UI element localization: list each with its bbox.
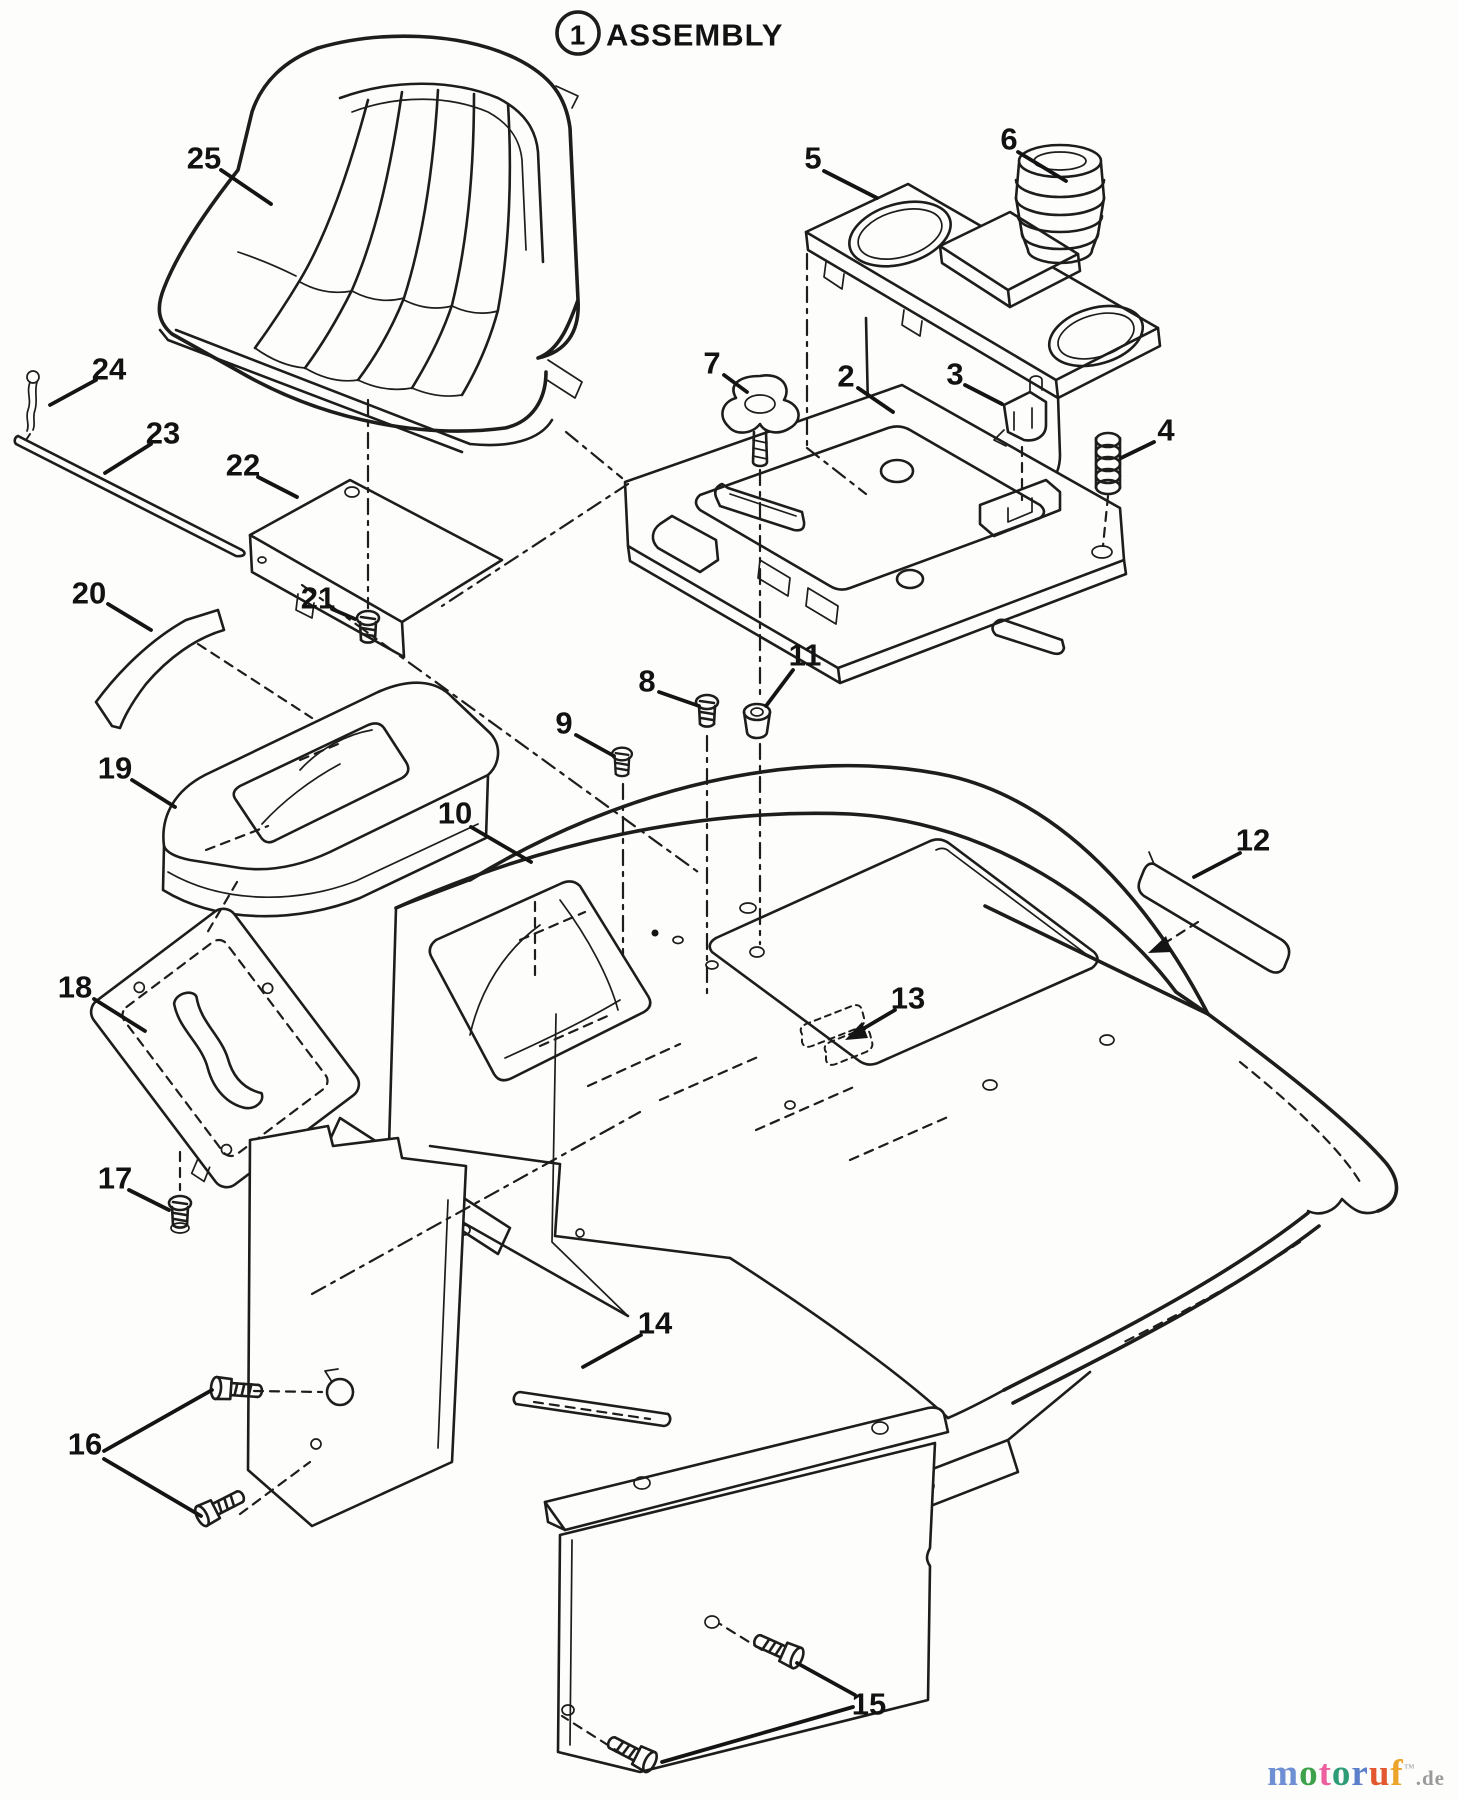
console-cover-part-19	[161, 681, 500, 918]
part-callout-23: 23	[146, 416, 180, 451]
assembly-index-circle-icon	[555, 10, 601, 56]
decal-location-part-13	[799, 1004, 874, 1066]
bolt-part-16-lower	[191, 1484, 250, 1530]
logo-letter: o	[1299, 1753, 1319, 1794]
logo-letter: f	[1390, 1753, 1404, 1794]
part-callout-20: 20	[72, 576, 106, 611]
part-callout-7: 7	[703, 346, 720, 381]
logo-letter: m	[1267, 1753, 1300, 1794]
arrow-to-fender-icon	[1148, 936, 1172, 953]
part-callout-24: 24	[92, 352, 127, 387]
assembly-index-number: 1	[570, 20, 587, 51]
part-callout-22: 22	[226, 448, 260, 483]
arrow-to-decal-icon	[845, 1022, 868, 1040]
logo-trademark-symbol: ™	[1403, 1762, 1416, 1775]
part-callout-12: 12	[1236, 823, 1270, 858]
nut-part-11	[742, 702, 772, 740]
part-callout-17: 17	[98, 1161, 132, 1196]
assembly-title-text: ASSEMBLY	[606, 18, 783, 53]
alignment-centerlines	[178, 252, 1200, 1756]
part-callout-16: 16	[68, 1427, 102, 1462]
seat-part-25	[157, 34, 583, 454]
part-callout-8: 8	[638, 664, 655, 699]
part-callout-19: 19	[98, 751, 132, 786]
watermark-logo: motoruf™.de	[1267, 1755, 1445, 1792]
side-panel-part-14	[543, 1406, 950, 1774]
part-callout-10: 10	[438, 796, 472, 831]
logo-domain-suffix: .de	[1415, 1766, 1445, 1790]
trim-strip-part-12	[1137, 851, 1291, 974]
seat-bracket-part-22	[248, 478, 504, 659]
part-callout-15: 15	[852, 1687, 886, 1722]
part-callout-5: 5	[804, 141, 821, 176]
logo-letter: o	[1331, 1753, 1352, 1794]
clip-part-3	[993, 375, 1048, 447]
part-callout-3: 3	[946, 357, 963, 392]
logo-letter: r	[1351, 1753, 1369, 1794]
screw-part-8	[694, 693, 720, 728]
part-callout-14: 14	[638, 1306, 673, 1341]
side-panel-left	[246, 1124, 468, 1528]
part-callout-25: 25	[187, 141, 221, 176]
part-callout-13: 13	[891, 981, 925, 1016]
logo-letter: t	[1318, 1753, 1332, 1794]
cotter-pin-part-24	[23, 370, 40, 444]
callout-leader-lines	[48, 150, 1242, 1764]
part-callout-18: 18	[58, 970, 92, 1005]
page-title: 1 ASSEMBLY	[555, 10, 783, 56]
spring-part-4	[1094, 431, 1122, 496]
part-callout-4: 4	[1157, 413, 1175, 448]
pivot-rod-part-23	[13, 434, 246, 558]
part-callout-11: 11	[789, 638, 822, 673]
part-callout-9: 9	[555, 706, 572, 741]
part-callout-21: 21	[301, 581, 335, 616]
screw-part-17	[167, 1194, 193, 1234]
screw-part-9	[610, 746, 634, 778]
logo-letter: u	[1368, 1753, 1391, 1794]
trim-strip-part-20	[94, 608, 226, 730]
part-callout-2: 2	[837, 359, 854, 394]
part-callout-6: 6	[1000, 122, 1017, 157]
base-plate-part-2	[623, 383, 1128, 685]
fuel-tank-part-5	[804, 182, 1162, 524]
logo-brand-text: motoruf	[1267, 1753, 1404, 1794]
